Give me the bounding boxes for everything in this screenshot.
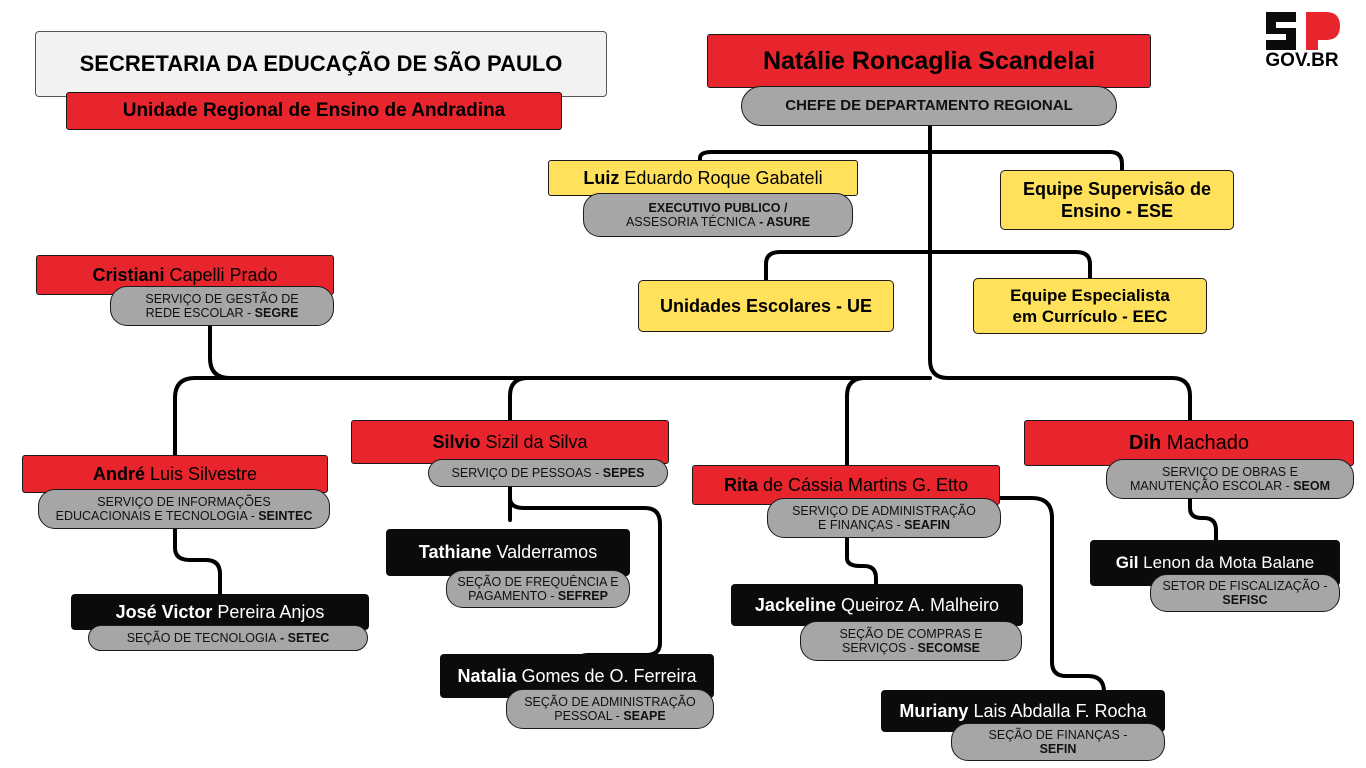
eec-box: Equipe Especialista em Currículo - EEC — [973, 278, 1207, 334]
bus-to-seafin — [845, 376, 882, 472]
seom-role-pill: SERVIÇO DE OBRAS E MANUTENÇÃO ESCOLAR - … — [1106, 459, 1354, 499]
seafin-role-pill: SERVIÇO DE ADMINISTRAÇÃO E FINANÇAS - SE… — [767, 498, 1001, 538]
line-seintec-setec — [173, 523, 222, 597]
seintec-role-pill: SERVIÇO DE INFORMAÇÕES EDUCACIONAIS E TE… — [38, 489, 330, 529]
sefrep-role-pill: SEÇÃO DE FREQUÊNCIA E PAGAMENTO - SEFREP — [446, 570, 630, 608]
sp-logo-icon — [1266, 12, 1340, 50]
seintec-name-box: André Luis Silvestre — [22, 455, 328, 493]
line-seafin-sefin — [998, 496, 1106, 702]
sefin-role-pill: SEÇÃO DE FINANÇAS - SEFIN — [951, 723, 1165, 761]
page-subtitle: Unidade Regional de Ensino de Andradina — [66, 92, 562, 130]
chief-name: Natálie Roncaglia Scandelai — [762, 46, 1096, 75]
branch-ue-eec — [764, 250, 1092, 282]
logo-text: GOV.BR — [1265, 50, 1339, 71]
asure-role-pill: EXECUTIVO PUBLICO / ASSESORIA TÉCNICA - … — [583, 193, 853, 237]
seom-name-box: Dih Machado — [1024, 420, 1354, 466]
bus-to-sepes — [508, 376, 542, 422]
page-title: SECRETARIA DA EDUCAÇÃO DE SÃO PAULO — [35, 31, 607, 97]
line-seom-sefisc — [1188, 495, 1218, 542]
trunk-line — [928, 123, 1192, 422]
chief-role-pill: CHEFE DE DEPARTAMENTO REGIONAL — [741, 86, 1117, 126]
ese-box: Equipe Supervisão de Ensino - ESE — [1000, 170, 1234, 230]
sefisc-role-pill: SETOR DE FISCALIZAÇÃO - SEFISC — [1150, 574, 1340, 612]
sefrep-name-box: Tathiane Valderramos — [386, 529, 630, 576]
secomse-role-pill: SEÇÃO DE COMPRAS E SERVIÇOS - SECOMSE — [800, 621, 1022, 661]
bus-to-seintec — [173, 376, 252, 457]
asure-name-box: Luiz Eduardo Roque Gabateli — [548, 160, 858, 196]
sepes-name-box: Silvio Sizil da Silva — [351, 420, 669, 464]
ue-box: Unidades Escolares - UE — [638, 280, 894, 332]
line-seafin-secomse — [845, 533, 878, 586]
setec-name-box: José Victor Pereira Anjos — [71, 594, 369, 630]
chief-name-box: Natálie Roncaglia Scandelai — [707, 34, 1151, 88]
branch-asure-ese — [698, 150, 1124, 172]
secomse-name-box: Jackeline Queiroz A. Malheiro — [731, 584, 1023, 626]
seape-role-pill: SEÇÃO DE ADMINISTRAÇÃO PESSOAL - SEAPE — [506, 689, 714, 729]
segre-role-pill: SERVIÇO DE GESTÃO DE REDE ESCOLAR - SEGR… — [110, 286, 334, 326]
sepes-role-pill: SERVIÇO DE PESSOAS - SEPES — [428, 459, 668, 487]
setec-role-pill: SEÇÃO DE TECNOLOGIA - SETEC — [88, 625, 368, 651]
